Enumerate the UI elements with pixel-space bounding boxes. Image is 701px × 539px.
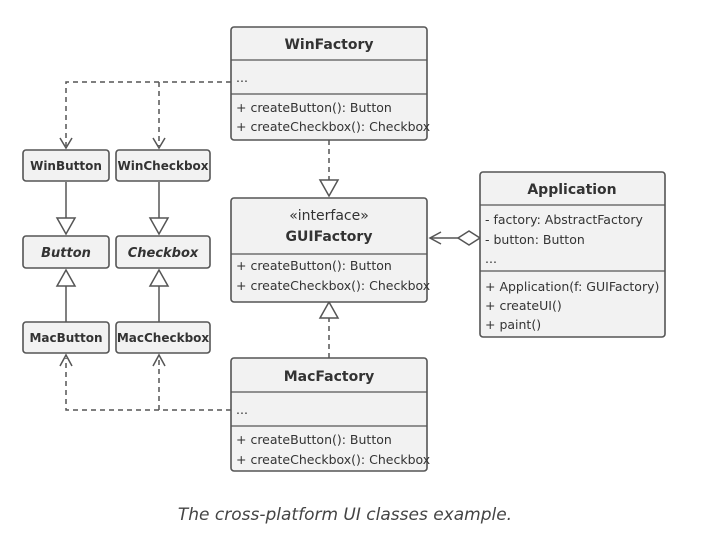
- application-name: Application: [527, 182, 616, 198]
- mac-checkbox-arrowhead: [152, 353, 166, 367]
- mac-factory-class: MacFactory ... + createButton(): Button …: [230, 357, 430, 472]
- mac-factory-field: ...: [236, 402, 248, 417]
- button-interface: Button: [22, 235, 110, 269]
- mac-button-class: MacButton: [22, 321, 110, 354]
- application-field: ...: [485, 251, 497, 266]
- mac-factory-name: MacFactory: [284, 369, 375, 385]
- gui-factory-method: + createCheckbox(): Checkbox: [236, 278, 430, 293]
- application-method: + Application(f: GUIFactory): [485, 279, 659, 294]
- gui-factory-stereotype: «interface»: [289, 208, 369, 224]
- aggregation-arrowhead: [428, 231, 442, 245]
- mac-checkbox-inherit-triangle: [148, 268, 170, 287]
- mac-checkbox-class: MacCheckbox: [115, 321, 211, 354]
- win-factory-method: + createButton(): Button: [236, 100, 392, 115]
- win-checkbox-name: WinCheckbox: [117, 159, 208, 173]
- win-factory-class: WinFactory ... + createButton(): Button …: [230, 26, 430, 141]
- win-button-inherit-triangle: [55, 217, 77, 236]
- win-factory-method: + createCheckbox(): Checkbox: [236, 119, 430, 134]
- mac-factory-method: + createCheckbox(): Checkbox: [236, 452, 430, 467]
- win-checkbox-class: WinCheckbox: [115, 149, 211, 182]
- application-class: Application - factory: AbstractFactory -…: [479, 171, 666, 338]
- win-factory-create-arrow: [65, 81, 231, 146]
- figure-caption: The cross-platform UI classes example.: [178, 505, 512, 525]
- application-field: - button: Button: [485, 232, 585, 247]
- checkbox-interface: Checkbox: [115, 235, 211, 269]
- application-method: + createUI(): [485, 298, 562, 313]
- application-field: - factory: AbstractFactory: [485, 212, 644, 227]
- win-button-arrowhead: [59, 137, 73, 150]
- win-factory-implements-triangle: [318, 179, 340, 198]
- win-checkbox-inherit-triangle: [148, 217, 170, 236]
- application-method: + paint(): [485, 317, 541, 332]
- mac-factory-implements-triangle: [318, 300, 340, 319]
- mac-button-inherit-triangle: [55, 268, 77, 287]
- gui-factory-interface: «interface» GUIFactory + createButton():…: [230, 197, 430, 303]
- mac-checkbox-name: MacCheckbox: [117, 331, 210, 345]
- mac-button-name: MacButton: [29, 331, 102, 345]
- win-factory-name: WinFactory: [284, 37, 373, 53]
- win-button-name: WinButton: [30, 159, 102, 173]
- button-name: Button: [41, 246, 91, 261]
- aggregation-diamond: [456, 230, 482, 246]
- mac-factory-method: + createButton(): Button: [236, 432, 392, 447]
- gui-factory-name: GUIFactory: [286, 229, 373, 245]
- win-checkbox-arrowhead: [152, 137, 166, 150]
- checkbox-name: Checkbox: [128, 246, 199, 261]
- win-button-class: WinButton: [22, 149, 110, 182]
- gui-factory-method: + createButton(): Button: [236, 258, 392, 273]
- mac-factory-create-arrow: [65, 358, 231, 411]
- win-factory-field: ...: [236, 70, 248, 85]
- mac-button-arrowhead: [59, 353, 73, 367]
